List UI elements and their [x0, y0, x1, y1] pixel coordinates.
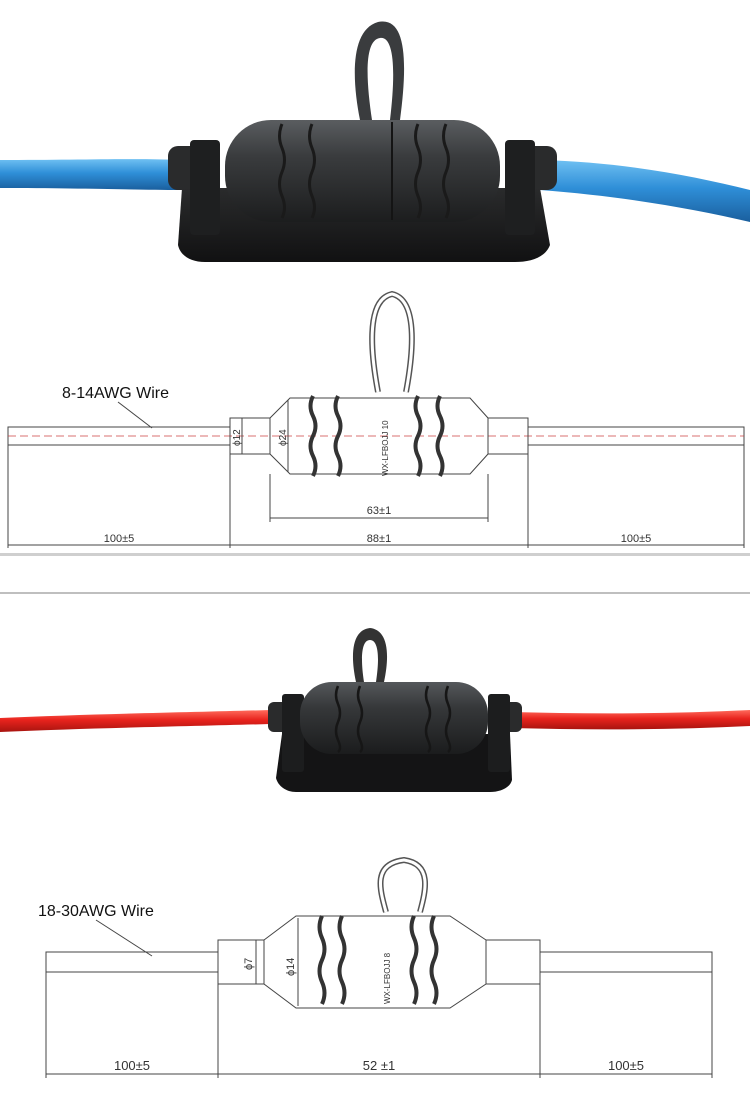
technical-drawing-top — [7, 290, 745, 548]
red-wire-left — [0, 710, 270, 732]
body-ribs-small — [334, 685, 452, 753]
product-photo-bottom — [0, 628, 750, 792]
connector-body-small — [300, 682, 488, 754]
dim-left-length-b: 100±5 — [114, 1058, 150, 1073]
drawing-ribs-b — [317, 915, 439, 1005]
dim-body-length: 63±1 — [367, 505, 391, 517]
pull-loop-small — [352, 628, 388, 682]
dim-right-length: 100±5 — [621, 533, 652, 545]
drawing-text-top: 8-14AWG Wire 100±5 88±1 100±5 63±1 ϕ12 ϕ… — [62, 385, 651, 545]
drawing-sleeve-right-b — [485, 939, 541, 985]
body-mark-text: WX-LFBOJJ 10 — [381, 420, 390, 476]
dim-mid-length-b: 52 ±1 — [363, 1058, 395, 1073]
drawing-wire-right-b — [539, 951, 713, 973]
top-panel: 8-14AWG Wire 100±5 88±1 100±5 63±1 ϕ12 ϕ… — [0, 21, 750, 556]
drawing-text-bottom: 18-30AWG Wire 100±5 52 ±1 100±5 ϕ7 ϕ14 W… — [38, 903, 644, 1073]
wire-gauge-label: 8-14AWG Wire — [62, 385, 169, 402]
dim-right-length-b: 100±5 — [608, 1058, 644, 1073]
tray-wall-left — [190, 140, 220, 235]
body-mark-text-b: WX-LFBOJJ 8 — [383, 952, 392, 1004]
drawing-ribs — [308, 395, 445, 477]
drawing-body-b — [263, 915, 487, 1009]
tray-wall-left-small — [282, 694, 304, 772]
body-ribs — [278, 122, 450, 220]
wire-right — [540, 160, 750, 222]
bottom-figure: 18-30AWG Wire 100±5 52 ±1 100±5 ϕ7 ϕ14 W… — [0, 628, 750, 1078]
dim-outer-diameter: ϕ12 — [232, 429, 243, 446]
wire-leader — [117, 401, 153, 429]
drawing-loop-inner-b — [379, 858, 427, 913]
dim-outer-diameter-b: ϕ7 — [243, 958, 255, 970]
wire-leader-b — [95, 919, 153, 957]
technical-drawing-bottom — [45, 856, 713, 1078]
wire-gauge-label-b: 18-30AWG Wire — [38, 903, 154, 920]
tray-wall-right — [505, 140, 535, 235]
wire-left — [0, 159, 180, 190]
dim-left-length: 100±5 — [104, 533, 135, 545]
red-wire-right — [510, 710, 750, 730]
bottom-panel: 18-30AWG Wire 100±5 52 ±1 100±5 ϕ7 ϕ14 W… — [0, 592, 750, 1101]
tray-wall-right-small — [488, 694, 510, 772]
dim-inner-diameter-b: ϕ14 — [285, 958, 297, 976]
drawing-sleeve-left-b — [217, 939, 265, 985]
product-photo-top — [0, 21, 750, 262]
drawing-wire-left-b — [45, 951, 219, 973]
pull-loop — [354, 21, 405, 120]
drawing-body — [269, 397, 489, 475]
panel-gap — [0, 556, 750, 592]
drawing-loop-inner — [370, 292, 414, 393]
dim-mid-length: 88±1 — [367, 533, 391, 545]
dim-inner-diameter: ϕ24 — [278, 429, 289, 446]
top-figure: 8-14AWG Wire 100±5 88±1 100±5 63±1 ϕ12 ϕ… — [0, 21, 750, 548]
connector-body — [225, 120, 500, 222]
